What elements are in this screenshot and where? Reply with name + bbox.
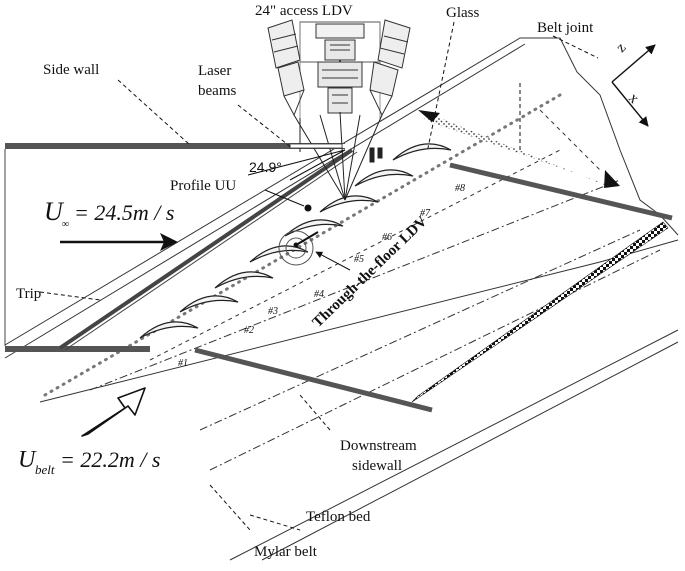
right-ldv-head [369,19,411,117]
turning-vanes: #1 #2 #3 #4 #5 #6 #7 #8 [139,143,465,369]
x-axis-label: x [625,90,642,107]
laser-beams-label-line2: beams [198,83,236,99]
freestream-arrowhead [160,233,178,251]
glass-label: Glass [446,5,479,21]
downstream-sidewall-label-line2: sidewall [352,458,402,474]
profile-uu-label: Profile UU [170,178,236,194]
angle-arc [247,149,346,181]
belt-joint-strip [420,108,612,188]
turning-vane-3 [214,271,274,289]
belt-velocity-arrow [81,387,146,437]
trip-dotted-line [43,93,562,397]
turning-vane-8 [392,143,452,161]
turning-vane-label-4: #4 [314,289,324,300]
laser-beams [293,111,383,201]
side-wall [4,143,358,352]
leader-lines [39,21,599,531]
belt-outline [4,37,679,561]
belt-dashed-lines [149,109,601,361]
u-belt-value: = 22.2m / s [60,447,160,472]
u-inf-symbol: U [44,197,65,226]
glass-fittings [369,147,383,163]
teflon-bed-label: Teflon bed [306,509,371,525]
turning-vane-label-1: #1 [178,358,188,369]
turning-vane-7 [354,169,414,187]
u-inf-subscript: ∞ [62,219,69,230]
mylar-belt-label: Mylar belt [254,544,318,560]
access-ldv-assembly [299,21,381,120]
turning-vane-label-5: #5 [354,254,364,265]
turning-vane-label-6: #6 [382,232,392,243]
profile-uu-leader [264,189,305,207]
turning-vane-label-8: #8 [455,183,465,194]
profile-uu-point [304,204,312,212]
belt-joint-triangle-left [418,110,440,122]
belt-joint-label: Belt joint [537,20,594,36]
turning-vane-5 [284,219,344,237]
angle-label: 24.9° [249,159,282,175]
u-belt-subscript: belt [35,462,55,477]
glass-window [289,143,343,149]
belt-velocity-equation: U belt = 22.2m / s [18,447,160,477]
turning-vane-1 [139,321,199,339]
turning-vane-label-2: #2 [244,325,254,336]
turning-vane-4 [249,245,309,263]
left-ldv-head [267,19,305,117]
turning-vane-2 [179,295,239,313]
u-inf-value: = 24.5m / s [74,200,174,225]
belt-edge-lines [89,179,661,471]
turning-vane-label-7: #7 [420,208,431,219]
through-floor-ldv-arrow [315,251,351,271]
downstream-sidewall [194,162,673,413]
through-floor-ldv-marker [278,230,319,266]
trip-label: Trip [16,286,41,302]
turning-vane-6 [319,195,379,213]
through-floor-ldv-label: Through-the-floor LDV [310,213,431,330]
u-belt-symbol: U [18,447,37,473]
checkered-strip [411,221,669,403]
laser-beams-label-line1: Laser [198,63,231,79]
downstream-sidewall-label-line1: Downstream [340,438,417,454]
z-axis-label: z [613,40,629,56]
access-ldv-label: 24" access LDV [255,3,353,19]
side-wall-label: Side wall [43,62,99,78]
freestream-velocity-equation: U ∞ = 24.5m / s [44,197,174,230]
coordinate-axes [611,44,656,127]
belt-joint-triangle-right [604,170,620,188]
turning-vane-label-3: #3 [268,306,278,317]
